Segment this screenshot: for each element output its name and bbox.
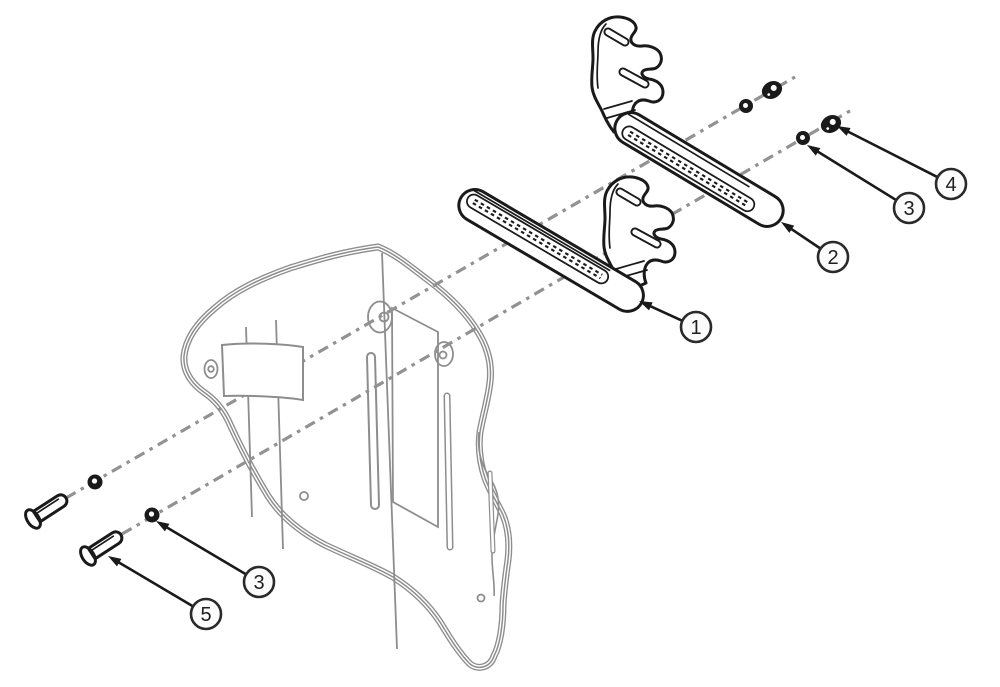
shell-right-contour — [477, 431, 500, 597]
callout-circle — [816, 240, 850, 274]
arm-edge-line — [627, 113, 750, 188]
nut-highlight — [767, 93, 771, 96]
shell-hole-left — [299, 491, 309, 501]
washer-hole — [743, 103, 748, 108]
callout-leader-line — [815, 149, 897, 202]
arm-slot-centerline — [628, 132, 748, 206]
washer-hole — [91, 478, 98, 484]
callout-2: 2 — [781, 222, 850, 274]
assembly-axis-line-upper — [65, 75, 796, 500]
backrest-shell — [184, 247, 509, 667]
callout-arrowhead — [807, 145, 821, 156]
callout-number: 2 — [827, 247, 838, 269]
screw-head — [24, 508, 42, 530]
arm-edge-line — [471, 188, 611, 272]
shell-upper-ear — [367, 300, 393, 334]
callout-4: 4 — [837, 126, 968, 201]
callouts-layer: 1 2 3 4 3 5 — [108, 126, 968, 631]
hook-claw-slot-upper-gap — [605, 29, 628, 45]
hook-bracket-upper — [590, 15, 785, 228]
screw-shank — [30, 493, 69, 525]
callout-5: 5 — [108, 556, 223, 631]
arm-lower — [457, 188, 645, 313]
screw-shank-line — [34, 498, 60, 515]
nut-face-hole — [770, 84, 777, 91]
screw-head — [79, 545, 97, 567]
callout-number: 3 — [903, 198, 914, 220]
screw-shank — [85, 530, 124, 562]
callout-arrowhead — [108, 556, 122, 567]
callout-leader-line — [116, 560, 194, 608]
assembly-axis-line-lower — [121, 106, 856, 536]
arm-upper — [613, 111, 785, 228]
callout-number: 3 — [253, 572, 264, 594]
hook-bend-line-1 — [603, 100, 633, 110]
nut-face-hole — [829, 118, 836, 125]
washer-hole — [148, 511, 155, 517]
callout-circle — [892, 191, 926, 225]
washer-upper-left — [87, 474, 103, 490]
parts-layer — [24, 15, 842, 567]
callout-3: 3 — [807, 145, 926, 225]
hook-inner-edge — [596, 23, 607, 89]
callout-circle — [189, 597, 223, 631]
washer-hole — [800, 135, 805, 140]
hook-claw-slot-upper-gap — [617, 189, 640, 205]
callout-leader-line — [648, 304, 683, 322]
callout-arrowhead — [781, 222, 795, 233]
shell-right-groove-gap — [488, 471, 495, 553]
locknut-upper — [761, 81, 783, 99]
hook-claw-slot-lower-gap — [620, 69, 648, 87]
screw-shank-line — [89, 535, 115, 552]
callout-number: 1 — [690, 317, 701, 339]
shell-right-ear — [434, 341, 454, 367]
callout-circle — [934, 167, 968, 201]
washer-upper-right — [739, 99, 753, 113]
hook-claw-slot-lower-gap — [632, 229, 660, 247]
shell-center-panel — [391, 306, 439, 529]
shell-slot-left-gap — [368, 354, 378, 508]
shell-outer-edge-gap — [184, 247, 509, 667]
strap-plate — [220, 342, 304, 402]
screw-lower — [79, 530, 124, 567]
callout-arrowhead — [837, 126, 851, 136]
callout-1: 1 — [639, 301, 713, 344]
callout-3: 3 — [156, 521, 276, 599]
screw-upper — [24, 493, 69, 530]
screw-head-flange — [30, 509, 42, 525]
shell-right-ear-hole — [438, 350, 448, 360]
shell-left-ear-hole — [207, 365, 215, 373]
shell-center-bend-line — [381, 252, 398, 650]
washer-lower-right — [796, 131, 810, 145]
hook-bracket-lower — [457, 175, 677, 313]
nut-highlight — [826, 127, 830, 130]
hook-inner-edge — [608, 183, 619, 249]
shell-slot-right-gap — [445, 394, 452, 549]
shell-strap-bracket — [220, 342, 304, 402]
callout-leader-line — [789, 227, 822, 250]
callout-number: 5 — [200, 604, 211, 626]
callout-number: 4 — [945, 174, 956, 196]
shell-hole-bottom-right — [476, 593, 486, 603]
screw-head-flange — [85, 546, 97, 562]
arm-slot-centerline — [473, 200, 602, 278]
callout-circle — [242, 565, 276, 599]
callout-leader-line — [846, 129, 939, 179]
locknut-lower — [820, 115, 842, 133]
hook-bend-line-1 — [615, 260, 645, 270]
hook-upper — [590, 15, 665, 134]
washer-lower-left — [144, 507, 160, 523]
callout-arrowhead — [639, 301, 653, 311]
shell-left-ear — [203, 359, 219, 379]
callout-circle — [679, 310, 713, 344]
callout-arrowhead — [156, 521, 170, 532]
callout-leader-line — [164, 525, 247, 576]
